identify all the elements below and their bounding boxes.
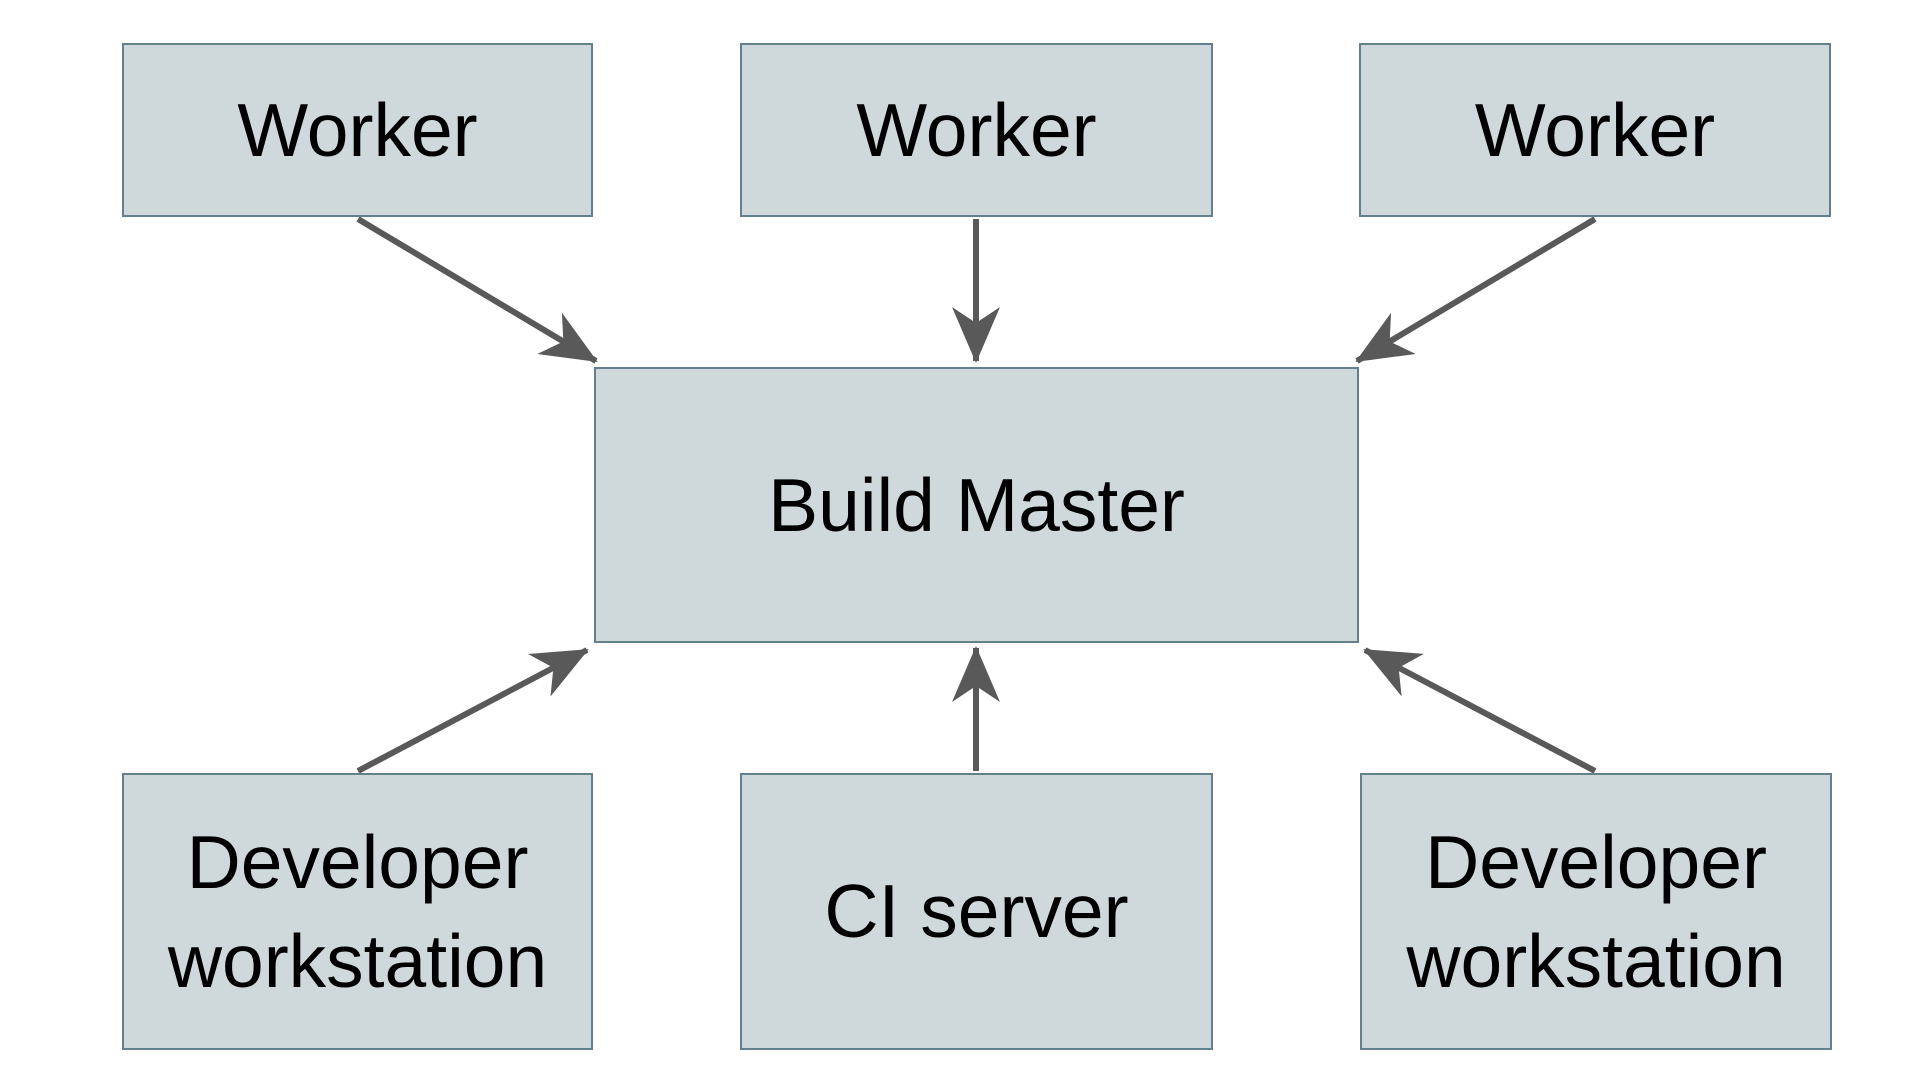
node-build-master: Build Master — [594, 367, 1359, 643]
node-label: CI server — [824, 869, 1129, 953]
arrow-dev-right-to-build-master — [1363, 647, 1597, 774]
node-worker-top-left: Worker — [122, 43, 593, 217]
arrow-dev-left-to-build-master — [356, 647, 589, 774]
node-label: Developer workstation — [1406, 819, 1786, 1003]
arrow-worker-left-to-build-master — [356, 216, 598, 364]
node-worker-top-center: Worker — [740, 43, 1213, 217]
node-worker-top-right: Worker — [1359, 43, 1831, 217]
node-label: Build Master — [768, 462, 1185, 547]
node-developer-workstation-right: Developer workstation — [1360, 773, 1832, 1050]
node-developer-workstation-left: Developer workstation — [122, 773, 593, 1050]
node-label: Worker — [856, 87, 1097, 172]
node-label: Worker — [237, 87, 478, 172]
node-label: Developer workstation — [167, 819, 548, 1003]
arrow-worker-right-to-build-master — [1355, 216, 1597, 364]
node-label: Worker — [1474, 87, 1716, 172]
node-ci-server: CI server — [740, 773, 1213, 1050]
